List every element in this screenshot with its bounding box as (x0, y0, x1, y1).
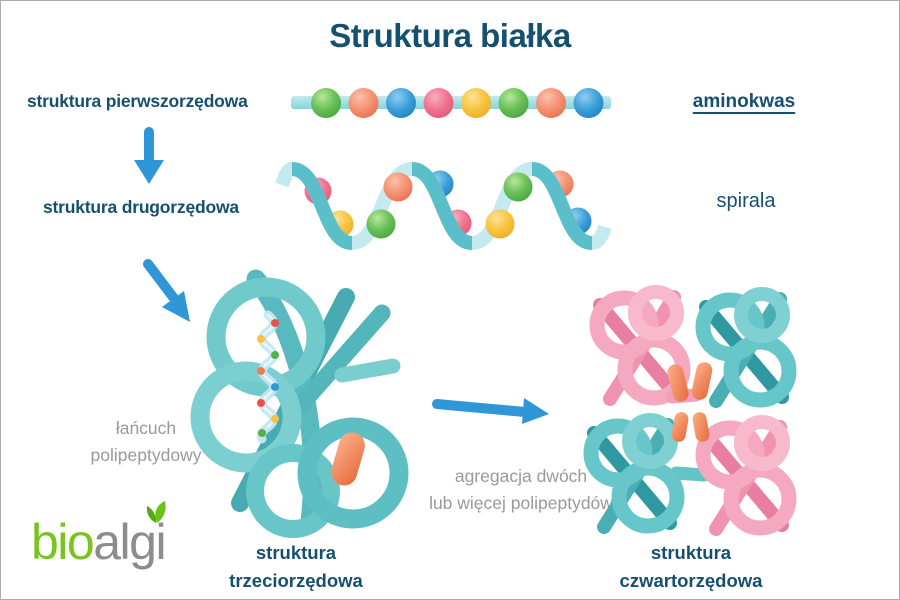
aggregation-line1: agregacja dwóch (454, 466, 588, 486)
tertiary-line2: trzeciorzędowa (229, 570, 363, 591)
logo-bio: bio (31, 514, 95, 570)
tertiary-line1: struktura (255, 542, 337, 563)
teal-tangle-top-right (695, 287, 797, 408)
label-aggregation: agregacja dwóch lub więcej polipeptydów (414, 463, 628, 517)
bead (271, 415, 279, 423)
label-quaternary-structure: struktura czwartorzędowa (581, 539, 801, 595)
quaternary-structure-illustration (583, 285, 797, 536)
bead (271, 383, 279, 391)
label-primary-structure: struktura pierwszorzędowa (27, 91, 248, 111)
spiral-beads-front (366, 172, 533, 239)
bead (461, 88, 491, 118)
bead (348, 88, 379, 118)
bead (257, 335, 265, 343)
polypeptide-line2: polipeptydowy (90, 445, 202, 465)
label-spirala: spirala (716, 190, 776, 212)
page-title: Struktura białka (329, 17, 571, 54)
bioalgi-logo: bioalgi (31, 501, 167, 571)
teal-connector (669, 466, 711, 482)
leaf-icon (146, 501, 166, 523)
spiral-ribbon-front (290, 162, 594, 250)
bead (271, 351, 279, 359)
pink-tangle-top-left (589, 285, 691, 406)
label-secondary-structure: struktura drugorzędowa (43, 197, 239, 217)
bead (423, 88, 454, 118)
bead (503, 172, 533, 202)
inner-helix-beads (257, 319, 279, 437)
aggregation-line2: lub więcej polipeptydów (429, 493, 613, 513)
tertiary-structure-illustration (190, 269, 409, 538)
orange-blob (331, 432, 365, 486)
quaternary-line2: czwartorzędowa (619, 570, 763, 591)
arrow-down-icon (134, 127, 164, 184)
arrow-diagonal-icon (143, 259, 190, 322)
label-polypeptide-chain: łańcuch polipeptydowy (56, 415, 236, 469)
bead (258, 429, 266, 437)
bead (257, 399, 265, 407)
bead (485, 209, 515, 239)
helix-spiral-illustration (275, 161, 612, 251)
label-tertiary-structure: struktura trzeciorzędowa (196, 539, 396, 595)
arrow-right-icon (432, 398, 549, 424)
chain-beads (311, 88, 604, 118)
bead (573, 88, 604, 118)
bead (311, 88, 341, 118)
bead (383, 172, 413, 202)
bead (271, 319, 279, 327)
bead (386, 88, 416, 118)
bead (366, 209, 396, 239)
polypeptide-line1: łańcuch (115, 418, 177, 438)
bead (257, 367, 265, 375)
bead (536, 88, 566, 118)
logo-algi: algi (93, 514, 166, 570)
label-aminokwas: aminokwas (692, 91, 796, 112)
teal-tangle-bottom-left (583, 413, 685, 534)
bead (498, 88, 529, 118)
orange-blobs-center (667, 362, 713, 442)
quaternary-line1: struktura (650, 542, 732, 563)
primary-chain-illustration (291, 88, 611, 118)
pink-tangle-bottom-right (695, 415, 797, 536)
